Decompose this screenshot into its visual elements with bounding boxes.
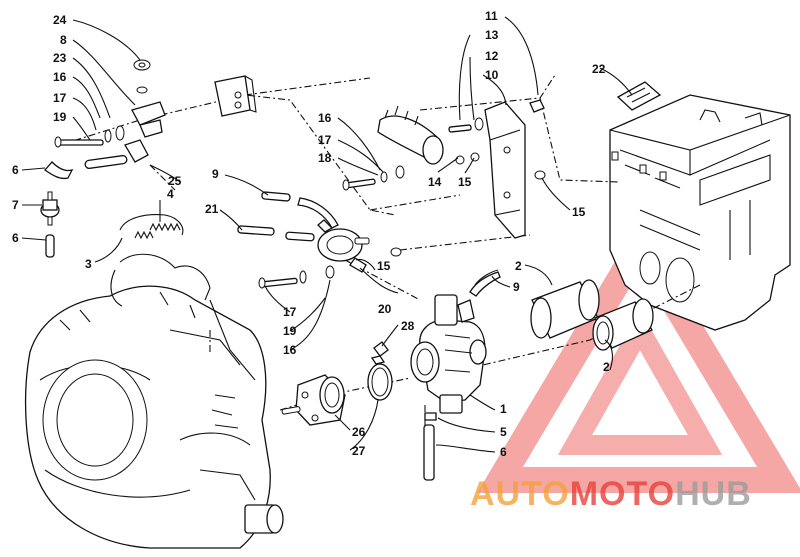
throttle-cable-bracket: [131, 59, 166, 138]
carburetor-1: [410, 269, 501, 414]
callout-17-top: 17: [53, 91, 67, 105]
carburetor-bracket-10: [448, 99, 546, 239]
fuel-hose-6-lower: [45, 234, 55, 258]
air-silencer-box: [609, 94, 791, 331]
callout-24: 24: [53, 13, 67, 27]
callout-19-lower: 19: [283, 324, 297, 338]
callout-23: 23: [53, 51, 67, 65]
svg-text:AUTOMOTOHUB: AUTOMOTOHUB: [470, 475, 752, 513]
screw-17-set-lower: [258, 265, 335, 289]
callout-12: 12: [485, 49, 499, 63]
watermark-word-hub: HUB: [675, 475, 752, 513]
callout-16-lower: 16: [283, 343, 297, 357]
air-intake-boot-2-front: [592, 298, 654, 351]
relay-box: [214, 75, 257, 117]
leader-lines: [21, 16, 633, 453]
callout-25: 25: [168, 174, 182, 188]
callout-1: 1: [500, 402, 507, 416]
callout-11: 11: [485, 9, 498, 23]
springs-4: [134, 222, 181, 240]
spring-clip-3: [119, 214, 184, 236]
callout-14: 14: [428, 175, 442, 189]
watermark-logo: [477, 219, 800, 493]
callout-17-lower: 17: [283, 305, 297, 319]
clip-28: [373, 341, 389, 357]
callout-9-right: 9: [513, 280, 520, 294]
callout-4: 4: [167, 187, 174, 201]
choke-plunger-assembly: [342, 105, 480, 191]
washer-15-mid: [390, 247, 402, 257]
callout-27: 27: [352, 444, 366, 458]
callout-15-lower: 15: [377, 259, 391, 273]
callout-2-bottom: 2: [603, 360, 610, 374]
decal-part-22: [616, 81, 662, 111]
engine-block: [24, 253, 284, 549]
callout-22: 22: [592, 62, 606, 76]
callout-15-top: 15: [458, 175, 472, 189]
callout-6-bottom: 6: [500, 445, 507, 459]
callout-10: 10: [485, 68, 499, 82]
fuel-hose-6-top: [44, 161, 74, 180]
assembly-guide-lines: [59, 74, 701, 430]
clamp-27: [367, 355, 393, 401]
fuel-pump-20: [317, 219, 370, 273]
air-intake-boot-2-rear: [530, 279, 600, 339]
intake-manifold-26: [281, 374, 346, 426]
callout-5: 5: [500, 425, 507, 439]
drain-hose-6: [423, 412, 437, 481]
callout-2-top: 2: [515, 259, 522, 273]
fuel-filter-7: [40, 191, 60, 226]
watermark-triangle-outer: [477, 219, 800, 493]
callout-labels: 24 8 23 16 17 19 6 7 6 3 4 25 9 21 11 13…: [12, 9, 610, 459]
callout-19-top: 19: [53, 110, 67, 124]
watermark-triangle-inner: [557, 309, 723, 455]
callout-28: 28: [401, 319, 415, 333]
vent-hoses: [237, 191, 339, 242]
watermark-word-auto: AUTO: [470, 475, 570, 513]
callout-9-left: 9: [212, 167, 219, 181]
callout-16-top: 16: [53, 70, 67, 84]
callout-13: 13: [485, 28, 499, 42]
callout-26: 26: [352, 425, 366, 439]
fuel-hose-section: [84, 139, 149, 170]
callout-18: 18: [318, 151, 332, 165]
callout-7: 7: [12, 198, 19, 212]
watermark-word-moto: MOTO: [570, 475, 675, 513]
callout-3: 3: [85, 257, 92, 271]
callout-21: 21: [205, 202, 219, 216]
callout-15-right: 15: [572, 205, 586, 219]
callout-6-mid: 6: [12, 231, 19, 245]
screw-19-set: [54, 125, 125, 148]
watermark-wordmark: AUTOMOTOHUB: [470, 475, 752, 513]
callout-20: 20: [378, 302, 392, 316]
callout-16-mid: 16: [318, 111, 332, 125]
callout-8: 8: [60, 33, 67, 47]
callout-6-top: 6: [12, 163, 19, 177]
callout-17-mid: 17: [318, 133, 332, 147]
